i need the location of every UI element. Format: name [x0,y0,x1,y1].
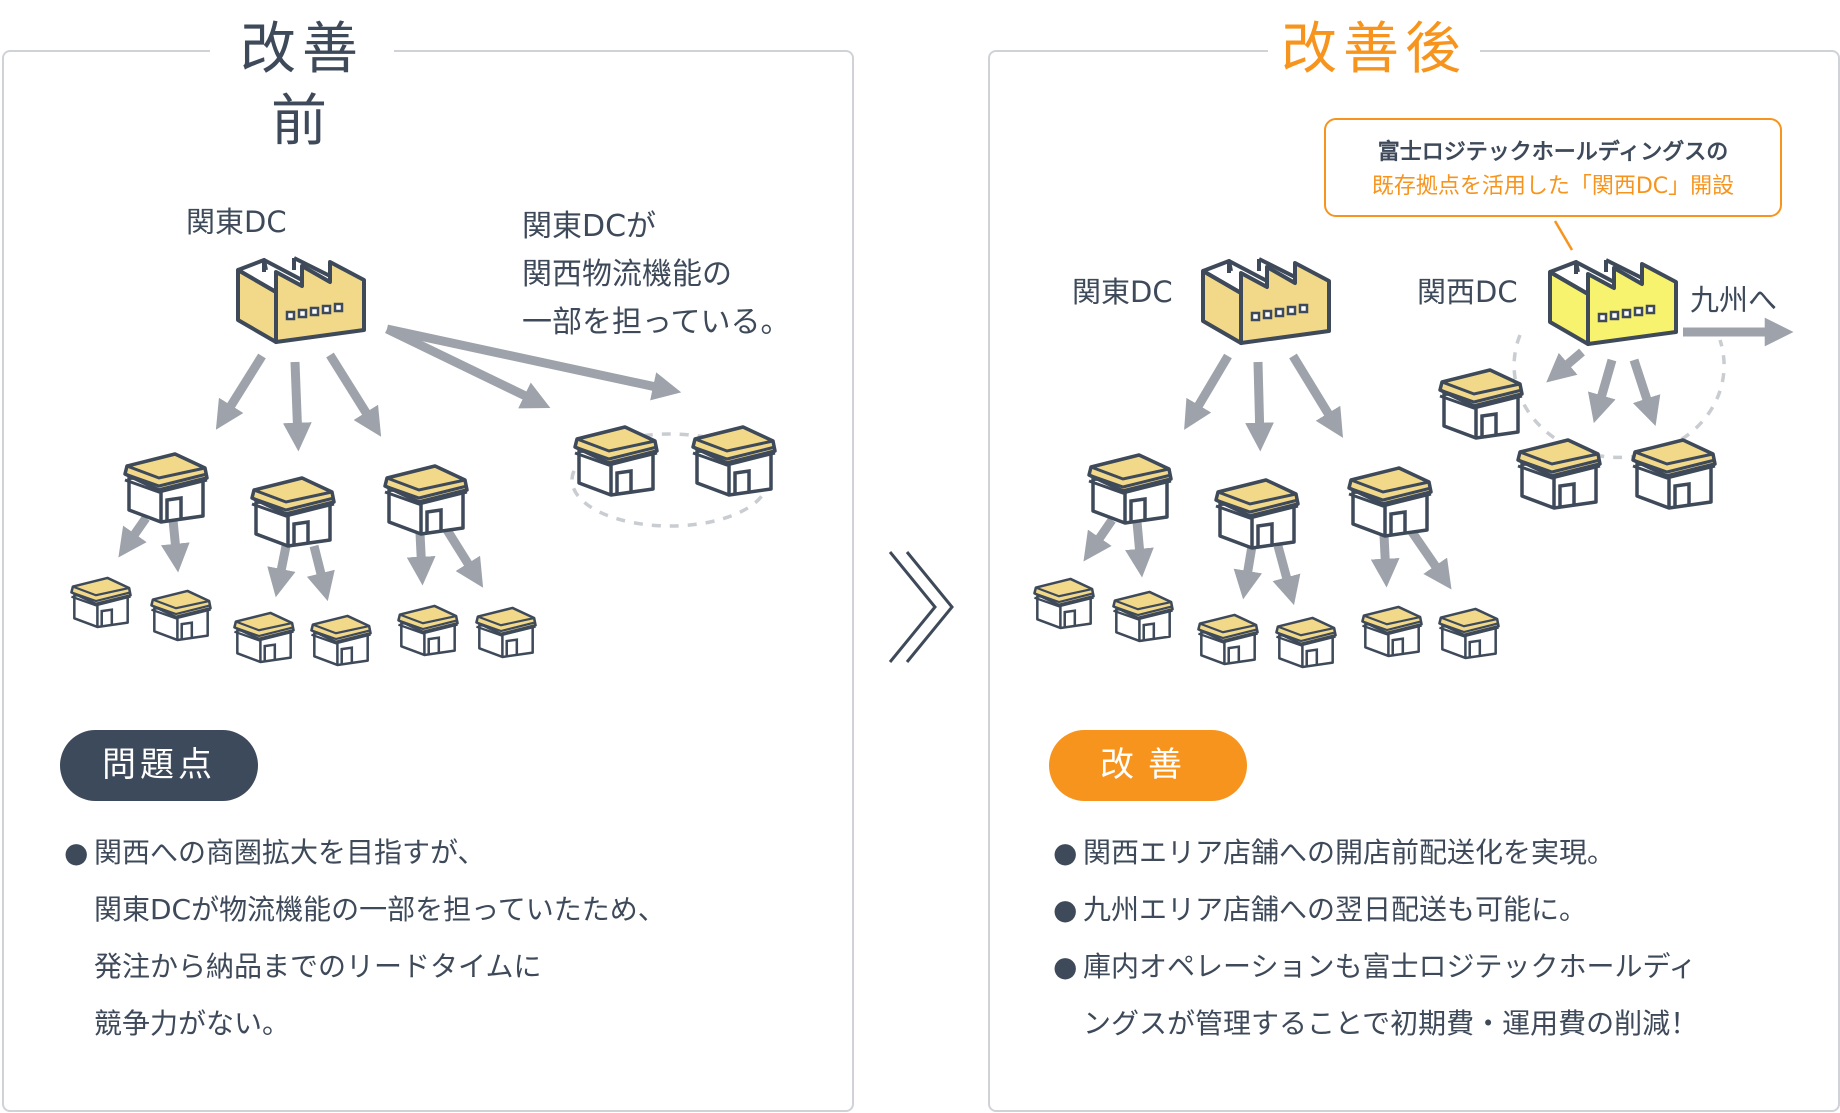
note-line: 関西物流機能の [522,257,732,292]
note-line: 一部を担っている。 [522,305,791,340]
store-icon [475,606,537,659]
store-icon [1087,453,1173,525]
store-icon [1516,438,1602,510]
arrow [1233,545,1263,600]
bullet-icon: ● [64,836,89,869]
after-panel [988,50,1840,1112]
arrow [1245,361,1274,452]
arrow [215,353,266,430]
arrow [267,545,296,598]
list-item-text: 関西エリア店舗への開店前配送化を実現。 [1083,836,1616,869]
kanto-dc-label: 関東DC [186,205,287,239]
arrow [406,532,436,586]
store-icon [1112,590,1174,643]
double-chevron-right-icon [888,551,954,663]
bullet-icon: ● [1053,836,1078,869]
list-item-continuation: 関東DCが物流機能の一部を担っていたため、 [94,893,666,926]
kansai-dc-factory-icon [1548,258,1678,346]
store-icon [1631,438,1717,510]
before-title: 改善前 [210,14,394,158]
arrow [386,324,682,401]
list-item: ● 九州エリア店舗への翌日配送も可能に。 [1053,881,1698,938]
store-icon [573,425,659,497]
list-item-text: 九州エリア店舗への翌日配送も可能に。 [1083,893,1588,926]
store-icon [383,464,469,536]
store-icon [1214,478,1300,550]
kanto-dc-factory-icon [236,256,366,344]
store-icon [691,425,777,497]
list-item-text: 庫内オペレーションも富士ロジテックホールディ [1083,950,1697,983]
list-item: ● 関西への商圏拡大を目指すが、 [64,824,666,881]
after-title: 改善後 [1268,14,1480,86]
store-icon [1275,616,1337,669]
list-item: ● 関西エリア店舗への開店前配送化を実現。 [1053,824,1698,881]
arrow [1546,348,1585,383]
arrow [1629,358,1661,426]
before-note: 関東DCが 関西物流機能の 一部を担っている。 [522,203,791,347]
arrow [1184,353,1232,430]
kansai-dc-callout: 富士ロジテックホールディングスの 既存拠点を活用した「関西DC」開設 [1324,118,1782,217]
list-item: ● 庫内オペレーションも富士ロジテックホールディ [1053,938,1698,995]
bullet-icon: ● [1053,950,1078,983]
arrow [1408,529,1452,590]
store-icon [1438,607,1500,660]
kanto-dc-factory-icon [1201,257,1331,345]
store-icon [1438,368,1524,440]
store-icon [250,476,336,548]
arrow [306,544,335,602]
store-icon [233,611,295,664]
arrow [1272,544,1301,606]
store-icon [1361,605,1423,658]
after-diagram [1033,220,1794,669]
arrow [385,324,551,409]
problem-badge: 問題点 [60,730,258,801]
kyushu-label: 九州へ [1690,283,1778,317]
arrow [160,519,190,573]
store-icon [123,452,209,524]
arrow [1125,521,1154,578]
store-icon [1347,466,1433,538]
callout-pointer [1553,220,1574,251]
kansai-area-outline [1512,334,1726,460]
problem-list: ● 関西への商圏拡大を目指すが、 関東DCが物流機能の一部を担っていたため、 発… [64,824,666,1052]
arrow [1370,534,1400,588]
list-item-continuation: 競争力がない。 [94,1007,291,1040]
arrow [1289,353,1344,438]
arrow [282,361,312,452]
arrow [443,527,484,588]
note-line: 関東DCが [522,209,657,244]
callout-line-2: 既存拠点を活用した「関西DC」開設 [1371,174,1735,199]
arrow [326,352,382,437]
store-icon [397,604,459,657]
list-item-continuation: 発注から納品までのリードタイムに [94,950,542,983]
bullet-icon: ● [1053,893,1078,926]
improvement-badge: 改善 [1049,730,1247,801]
before-diagram [70,256,777,667]
store-icon [70,576,132,629]
store-icon [1033,577,1095,630]
callout-line-1: 富士ロジテックホールディングスの [1377,140,1729,165]
store-icon [310,614,372,667]
after-arrows [1083,317,1794,606]
arrow [118,515,150,558]
store-icon [150,589,212,642]
list-item-continuation: ングスが管理することで初期費・運用費の削減！ [1083,1007,1699,1040]
arrow [1587,358,1617,424]
list-item-text: 関西への商圏拡大を目指すが、 [94,836,486,869]
store-icon [1197,613,1259,666]
kanto-dc-label: 関東DC [1072,275,1173,309]
before-arrows [118,324,682,602]
kansai-dc-label: 関西DC [1417,275,1518,309]
improvement-list: ● 関西エリア店舗への開店前配送化を実現。 ● 九州エリア店舗への翌日配送も可能… [1053,824,1698,1052]
arrow [1083,517,1116,562]
